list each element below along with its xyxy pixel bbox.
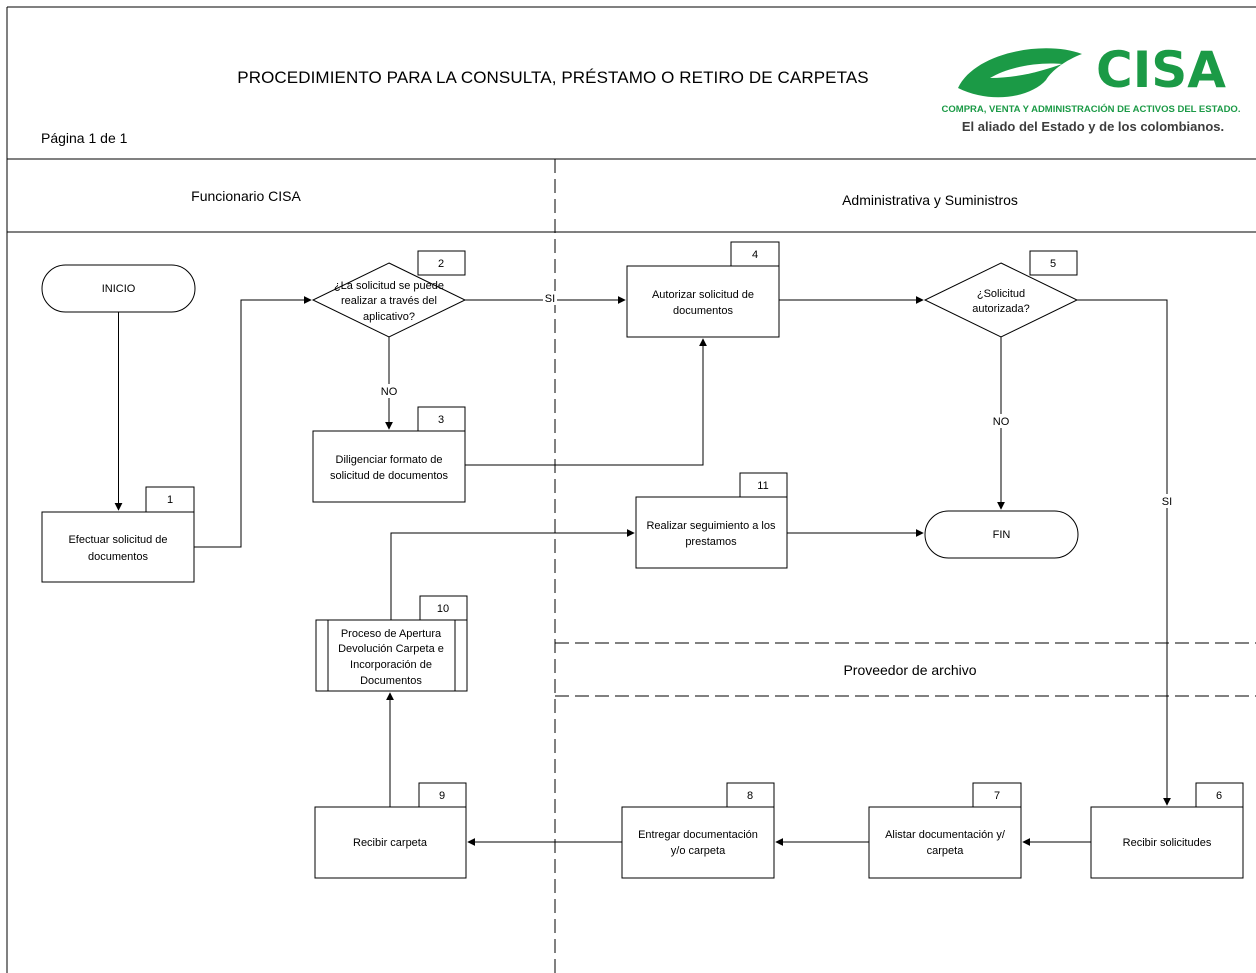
step-10-text: Devolución Carpeta e — [338, 643, 444, 655]
step-9-box: 9 Recibir carpeta — [314, 782, 467, 879]
step-4-text: documentos — [673, 305, 733, 317]
step-11-number: 11 — [757, 480, 768, 492]
step-11-number-box — [739, 472, 788, 498]
step-6-text: Recibir solicitudes — [1123, 837, 1212, 849]
lane-title-funcionario: Funcionario CISA — [191, 188, 301, 204]
step-2-number-box — [417, 250, 466, 276]
page-number: Página 1 de 1 — [41, 130, 128, 146]
step-7-box: 7 Alistar documentación y/ carpeta — [868, 782, 1022, 879]
step-8-text: Entregar documentación — [638, 829, 758, 841]
decision-5-text: autorizada? — [972, 303, 1030, 315]
lane-title-administrativa: Administrativa y Suministros — [842, 192, 1018, 208]
decision-5: 5 ¿Solicitud autorizada? — [923, 250, 1079, 338]
step-6-number-box — [1195, 782, 1244, 808]
step-2-number: 2 — [438, 258, 444, 270]
step-1-box: 1 Efectuar solicitud de documentos — [41, 486, 195, 583]
step-11-text: prestamos — [685, 536, 737, 548]
step-9-number: 9 — [439, 790, 445, 802]
step-7-number-box — [972, 782, 1022, 808]
edge-3-4 — [465, 338, 707, 466]
step-6-number: 6 — [1216, 790, 1222, 802]
step-7-text: Alistar documentación y/ — [885, 829, 1006, 841]
edge-1-2 — [194, 296, 312, 548]
end-label: FIN — [993, 529, 1011, 541]
logo-wordmark: CISA — [1096, 41, 1226, 99]
step-9-text: Recibir carpeta — [353, 837, 428, 849]
step-5-number-box — [1029, 250, 1078, 276]
step-1-number-box — [145, 486, 195, 513]
step-9-number-box — [418, 782, 467, 808]
step-10-text: Proceso de Apertura — [341, 628, 442, 640]
edge-label-si: SI — [545, 293, 555, 305]
lane-title-proveedor: Proveedor de archivo — [843, 662, 976, 678]
edge-5-6 — [1077, 299, 1171, 806]
step-4-number: 4 — [752, 249, 758, 261]
step-7-text: carpeta — [927, 845, 965, 857]
edge-label-no: NO — [381, 386, 398, 398]
step-11-box: 11 Realizar seguimiento a los prestamos — [635, 472, 788, 569]
step-8-number-box — [726, 782, 775, 808]
step-3-number: 3 — [438, 414, 444, 426]
step-5-number: 5 — [1050, 258, 1056, 270]
end-terminal: FIN — [924, 510, 1079, 559]
step-10-text: Incorporación de — [350, 659, 432, 671]
step-6-box: 6 Recibir solicitudes — [1090, 782, 1244, 879]
edge-10-11 — [390, 529, 635, 620]
logo-subtitle: COMPRA, VENTA Y ADMINISTRACIÓN DE ACTIVO… — [942, 103, 1241, 115]
step-11-text: Realizar seguimiento a los — [646, 520, 776, 532]
step-10-number: 10 — [437, 603, 449, 615]
step-8-text: y/o carpeta — [671, 845, 726, 857]
step-3-number-box — [417, 406, 466, 432]
decision-2-text: aplicativo? — [363, 311, 415, 323]
step-10-number-box — [419, 595, 468, 621]
decision-2-text: ¿La solicitud se puede — [334, 280, 444, 292]
start-terminal: INICIO — [41, 264, 196, 313]
step-1-text: documentos — [88, 551, 148, 563]
step-3-text: solicitud de documentos — [330, 470, 449, 482]
step-8-number: 8 — [747, 790, 753, 802]
step-7-number: 7 — [994, 790, 1000, 802]
step-1-text: Efectuar solicitud de — [68, 534, 167, 546]
step-1-number: 1 — [167, 494, 173, 506]
decision-5-text: ¿Solicitud — [977, 288, 1025, 300]
decision-2: 2 ¿La solicitud se puede realizar a trav… — [311, 250, 467, 338]
page-frame — [6, 6, 1256, 973]
document-title: PROCEDIMIENTO PARA LA CONSULTA, PRÉSTAMO… — [237, 68, 868, 87]
step-3-text: Diligenciar formato de — [336, 454, 443, 466]
edge-label-no: NO — [993, 416, 1010, 428]
cisa-logo: CISA COMPRA, VENTA Y ADMINISTRACIÓN DE A… — [942, 41, 1241, 134]
step-3-box: 3 Diligenciar formato de solicitud de do… — [312, 406, 466, 503]
step-8-box: 8 Entregar documentación y/o carpeta — [621, 782, 775, 879]
logo-tagline: El aliado del Estado y de los colombiano… — [962, 119, 1224, 134]
step-10-text: Documentos — [360, 675, 422, 687]
connectors — [114, 296, 1171, 846]
step-10-subprocess: 10 Proceso de Apertura Devolución Carpet… — [315, 595, 468, 692]
start-label: INICIO — [102, 283, 136, 295]
step-4-text: Autorizar solicitud de — [652, 289, 754, 301]
edge-label-si: SI — [1162, 496, 1172, 508]
step-4-box: 4 Autorizar solicitud de documentos — [626, 241, 780, 338]
step-4-number-box — [730, 241, 780, 267]
decision-2-text: realizar a través del — [341, 295, 437, 307]
